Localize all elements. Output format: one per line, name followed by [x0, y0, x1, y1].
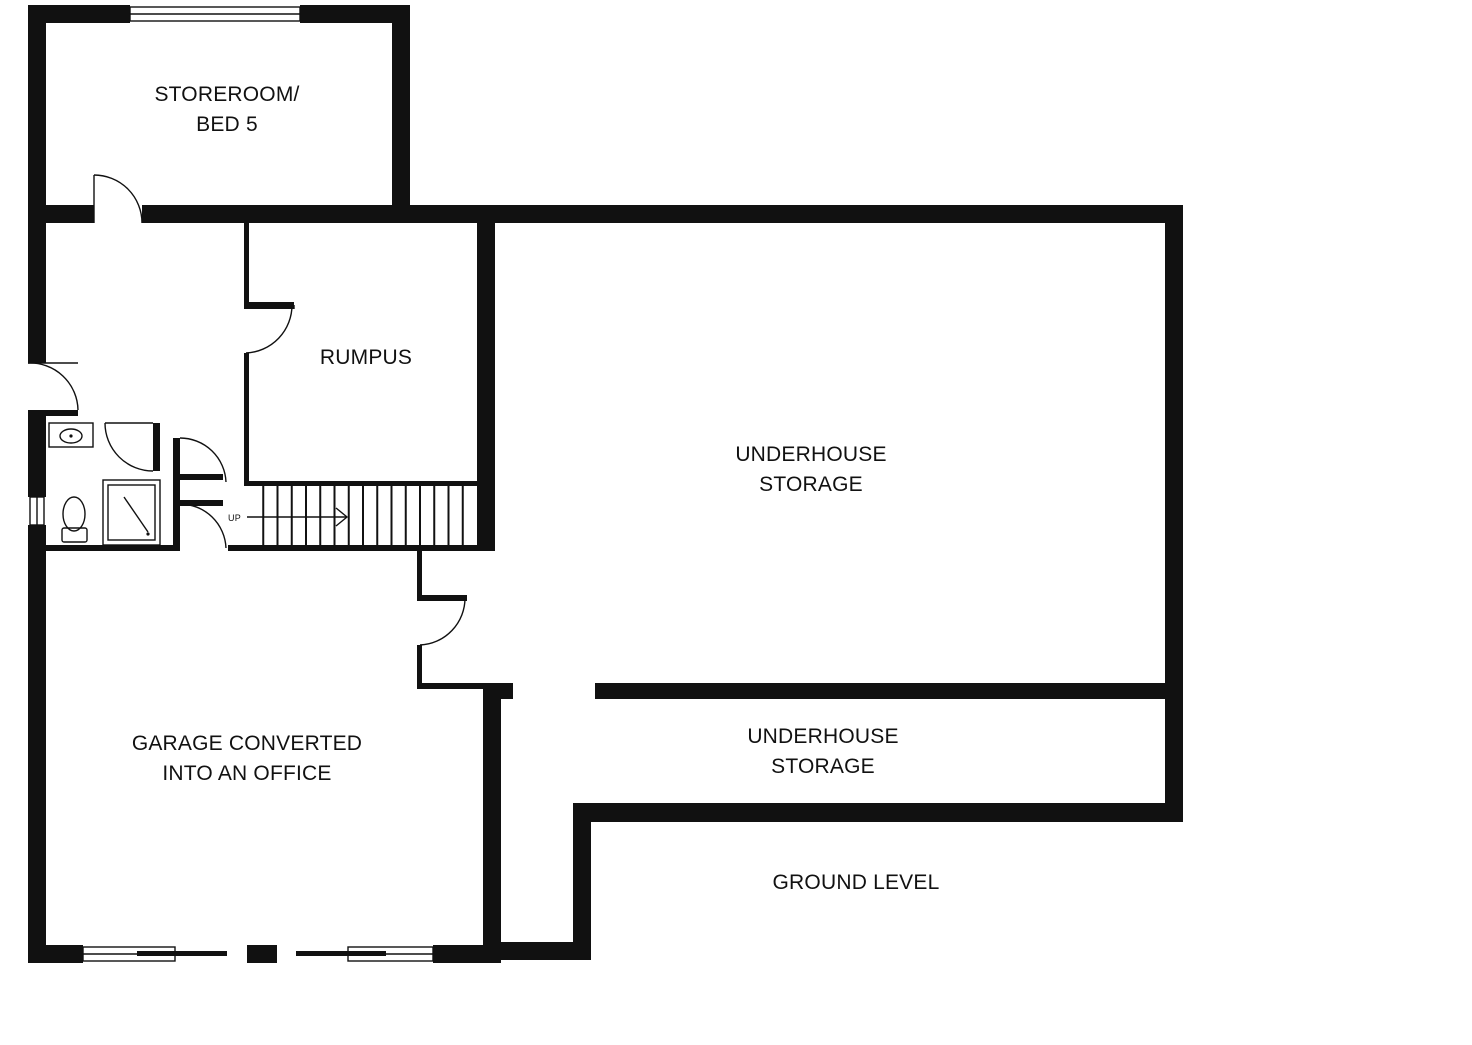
underhouse-left-wall	[477, 205, 495, 550]
storeroom-label-line1: STOREROOM/	[154, 83, 300, 106]
garage-door-pillar	[247, 945, 277, 963]
stair-arrow	[247, 507, 349, 527]
garage-right-wall	[483, 685, 501, 963]
underhouse-storage-1-line1: UNDERHOUSE	[735, 443, 887, 466]
storeroom-label-line2: BED 5	[196, 113, 258, 136]
garage-window-right	[296, 946, 434, 962]
bathroom-right-wall	[173, 438, 180, 551]
stair-treads	[262, 486, 464, 545]
door-rumpus	[245, 304, 295, 354]
stair-up-label: UP	[228, 513, 241, 523]
storeroom-top-wall-left	[28, 5, 130, 23]
underhouse-storage-label-2: UNDERHOUSE STORAGE	[747, 722, 898, 782]
underhouse-right-wall	[1165, 205, 1183, 822]
garage-notch-bottom	[417, 683, 487, 689]
storeroom-left-wall	[28, 5, 46, 223]
left-wall-mid	[28, 410, 46, 497]
door-storeroom	[93, 174, 143, 224]
corridor-bottom-wall	[483, 942, 591, 960]
door-garage	[419, 597, 466, 646]
stair-bottom-wall	[228, 545, 495, 551]
ground-left-wall	[573, 803, 591, 960]
rumpus-label: RUMPUS	[320, 343, 412, 373]
basin-icon	[48, 422, 94, 448]
rumpus-door-jamb	[244, 302, 294, 309]
underhouse-storage-2-line2: STORAGE	[771, 755, 875, 778]
underhouse-divider-wall	[595, 683, 1183, 699]
garage-bottom-wall-left	[28, 945, 83, 963]
bathroom-window	[29, 496, 45, 526]
rumpus-left-wall-top	[244, 205, 249, 305]
ground-level-line1: GROUND LEVEL	[772, 871, 940, 894]
shower-icon	[102, 479, 161, 546]
main-top-wall	[142, 205, 1183, 223]
storeroom-label: STOREROOM/ BED 5	[154, 80, 299, 140]
left-wall-upper	[28, 205, 46, 363]
underhouse-storage-2-line1: UNDERHOUSE	[747, 725, 899, 748]
door-bathroom	[104, 422, 154, 472]
bathroom-top-wall	[28, 410, 78, 416]
hall-jamb-lower	[173, 500, 223, 506]
storeroom-window	[129, 6, 301, 22]
hall-jamb-upper	[173, 474, 223, 480]
door-entry	[27, 362, 79, 411]
storeroom-walls	[28, 5, 410, 223]
ground-level-label: GROUND LEVEL	[773, 868, 940, 898]
garage-label-line1: GARAGE CONVERTED	[131, 732, 363, 755]
garage-notch-wall-bottom	[417, 645, 422, 687]
toilet-icon	[61, 496, 88, 543]
rumpus-left-wall-bottom	[244, 353, 249, 485]
corridor-top-stub	[483, 683, 513, 699]
storeroom-right-wall	[392, 5, 410, 223]
door-hall-upper	[179, 437, 227, 483]
garage-notch-jamb	[417, 595, 467, 601]
garage-window-left	[82, 946, 227, 962]
garage-label-line2: INTO AN OFFICE	[162, 762, 332, 785]
rumpus-label-line1: RUMPUS	[319, 346, 413, 369]
garage-notch-wall-top	[417, 545, 422, 597]
underhouse-bottom-wall	[573, 803, 1183, 822]
bathroom-bottom-wall	[28, 545, 180, 551]
door-hall-lower	[179, 503, 227, 549]
storeroom-top-wall-right	[300, 5, 410, 23]
left-wall-lower	[28, 525, 46, 963]
underhouse-storage-label-1: UNDERHOUSE STORAGE	[735, 440, 886, 500]
bathroom-right-wall-top	[153, 423, 160, 471]
stair-top-wall	[244, 481, 495, 486]
garage-label: GARAGE CONVERTED INTO AN OFFICE	[132, 729, 362, 789]
underhouse-storage-1-line2: STORAGE	[759, 473, 863, 496]
